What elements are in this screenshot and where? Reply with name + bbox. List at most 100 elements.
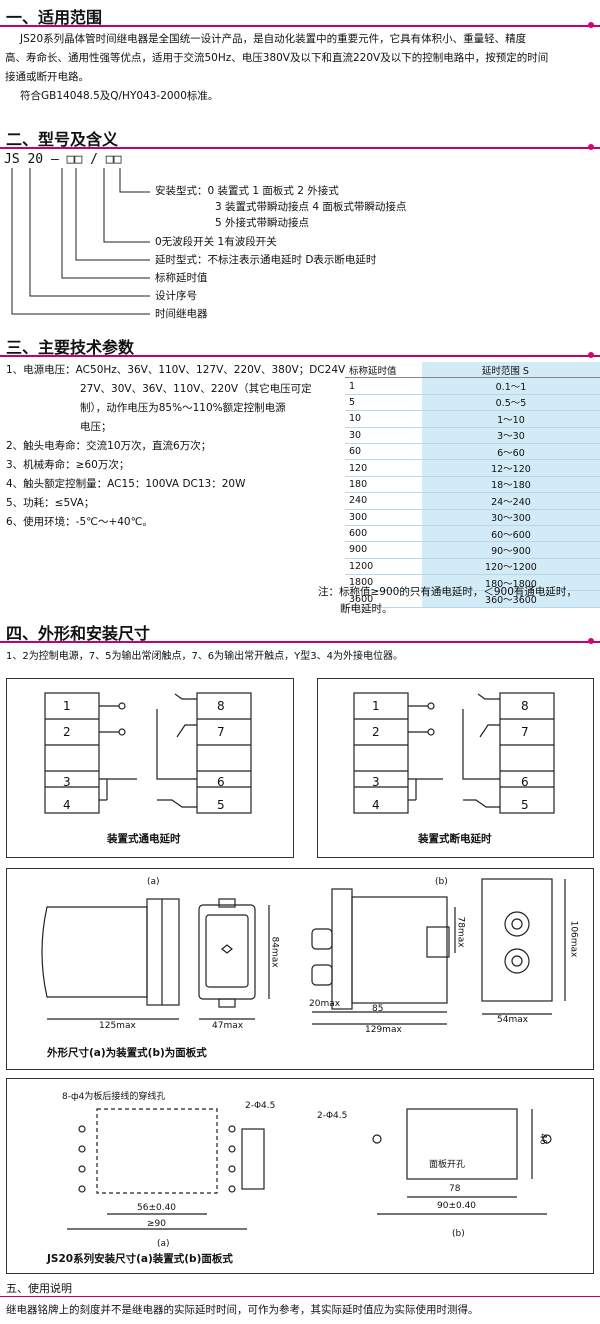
table-cell: 900 xyxy=(345,541,422,559)
dim-78max: 78max xyxy=(455,916,466,948)
model-bracket-lines xyxy=(11,168,150,315)
table-cell: 6～60 xyxy=(421,443,600,461)
table-cell: 0.1～1 xyxy=(421,377,600,395)
dim-125max: 125max xyxy=(99,1021,136,1031)
dim-90b: 90±0.40 xyxy=(437,1201,477,1211)
table-cell: 12～120 xyxy=(421,459,600,477)
terminal-7: 7 xyxy=(217,725,225,739)
terminal-6: 6 xyxy=(217,775,225,789)
table-cell: 10 xyxy=(345,410,422,428)
terminal-1: 1 xyxy=(372,699,380,713)
terminal-5: 5 xyxy=(521,798,529,812)
label-a: (a) xyxy=(157,1239,170,1249)
table-cell: 300 xyxy=(345,509,422,526)
wiring-caption-left: 装置式通电延时 xyxy=(107,833,181,845)
outline-caption: 外形尺寸(a)为装置式(b)为面板式 xyxy=(47,1047,207,1059)
wiring-schematic-left xyxy=(44,692,252,814)
table-cell: 1 xyxy=(345,377,422,395)
param-4: 4、触头额定控制量：AC15：100VA DC13：20W xyxy=(6,478,246,490)
terminal-3: 3 xyxy=(63,775,71,789)
section-divider xyxy=(0,25,600,27)
model-item-switch: 0无波段开关 1有波段开关 xyxy=(155,236,277,248)
table-cell: 120 xyxy=(345,459,422,477)
usage-note: 继电器铭牌上的刻度并不是继电器的实际延时时间，可作为参考，其实际延时值应为实际使… xyxy=(6,1304,479,1316)
dim-54max: 54max xyxy=(497,1015,529,1025)
table-cell: 600 xyxy=(345,525,422,543)
param-1b: 27V、30V、36V、110V、220V（其它电压可定 xyxy=(80,383,312,395)
install-drawing xyxy=(67,1108,552,1230)
dim-46: 46 xyxy=(537,1133,548,1145)
table-cell: 1800 xyxy=(345,574,422,592)
divider-dot xyxy=(588,144,594,150)
wiring-diagram-left: 1 2 3 4 8 7 6 5 装置式通电延时 xyxy=(6,678,294,858)
hole-note: 8-ф4为板后接线的穿线孔 xyxy=(62,1092,166,1102)
param-5: 5、功耗：≤5VA； xyxy=(6,497,95,509)
outline-dimensions-panel: (a) (b) 125max 47max 84max 20max 85 129m… xyxy=(6,868,594,1070)
param-1: 1、电源电压：AC50Hz、36V、110V、127V、220V、380V；DC… xyxy=(6,364,356,376)
terminal-7: 7 xyxy=(521,725,529,739)
model-item-mount-3: 5 外接式带瞬动接点 xyxy=(215,217,310,229)
terminal-8: 8 xyxy=(521,699,529,713)
table-cell: 240 xyxy=(345,492,422,510)
table-note-2: 断电延时。 xyxy=(340,603,393,615)
terminal-6: 6 xyxy=(521,775,529,789)
terminal-8: 8 xyxy=(217,699,225,713)
table-cell: 180 xyxy=(345,476,422,494)
s1-line-1: JS20系列晶体管时间继电器是全国统一设计产品，是自动化装置中的重要元件，它具有… xyxy=(20,33,527,45)
table-cell: 60 xyxy=(345,443,422,461)
table-cell: 18～180 xyxy=(421,476,600,494)
table-cell: 3～30 xyxy=(421,427,600,444)
section-divider xyxy=(0,641,600,643)
divider-dot xyxy=(588,22,594,28)
section-1-title: 一、适用范围 xyxy=(6,8,103,27)
wiring-diagram-right: 1 2 3 4 8 7 6 5 装置式断电延时 xyxy=(317,678,594,858)
table-cell: 30 xyxy=(345,427,422,444)
label-b: (b) xyxy=(435,877,448,887)
section-divider xyxy=(0,1296,600,1297)
label-a: (a) xyxy=(147,877,160,887)
section-divider xyxy=(0,147,600,149)
terminal-5: 5 xyxy=(217,798,225,812)
wiring-schematic-right xyxy=(353,692,555,814)
terminal-4: 4 xyxy=(63,798,71,812)
s1-line-4: 符合GB14048.5及Q/HY043-2000标准。 xyxy=(20,90,219,102)
dim-85: 85 xyxy=(372,1004,384,1014)
section-2-title: 二、型号及含义 xyxy=(6,130,119,149)
phi-b: 2-Φ4.5 xyxy=(317,1111,348,1121)
install-caption: JS20系列安装尺寸(a)装置式(b)面板式 xyxy=(47,1253,233,1265)
dim-129max: 129max xyxy=(365,1025,402,1035)
terminal-2: 2 xyxy=(63,725,71,739)
dim-47max: 47max xyxy=(212,1021,244,1031)
table-cell: 1200 xyxy=(345,558,422,576)
cutout-label: 面板开孔 xyxy=(429,1160,466,1170)
model-item-mount-2: 3 装置式带瞬动接点 4 面板式带瞬动接点 xyxy=(215,201,407,213)
divider-dot xyxy=(588,352,594,358)
dim-78: 78 xyxy=(449,1184,461,1194)
section-3-title: 三、主要技术参数 xyxy=(6,338,135,357)
section-divider xyxy=(0,355,600,357)
wiring-description: 1、2为控制电源，7、5为输出常闭触点，7、6为输出常开触点，Y型3、4为外接电… xyxy=(6,651,404,662)
table-cell: 3600 xyxy=(345,590,422,608)
table-cell: 180～1800 xyxy=(421,574,600,592)
param-1d: 电压； xyxy=(80,421,112,433)
param-1c: 制），动作电压为85%～110%额定控制电源 xyxy=(80,402,286,414)
wiring-caption-right: 装置式断电延时 xyxy=(418,833,492,845)
section-4-title: 四、外形和安装尺寸 xyxy=(6,624,151,643)
dim-84max: 84max xyxy=(269,936,280,968)
model-item-mount: 安装型式：0 装置式 1 面板式 2 外接式 xyxy=(155,185,339,197)
param-6: 6、使用环境：-5℃～+40℃。 xyxy=(6,516,153,528)
s1-line-2: 高、寿命长、通用性强等优点，适用于交流50Hz、电压380V及以下和直流220V… xyxy=(5,52,549,64)
terminal-1: 1 xyxy=(63,699,71,713)
table-header-nominal: 标称延时值 xyxy=(345,362,422,379)
